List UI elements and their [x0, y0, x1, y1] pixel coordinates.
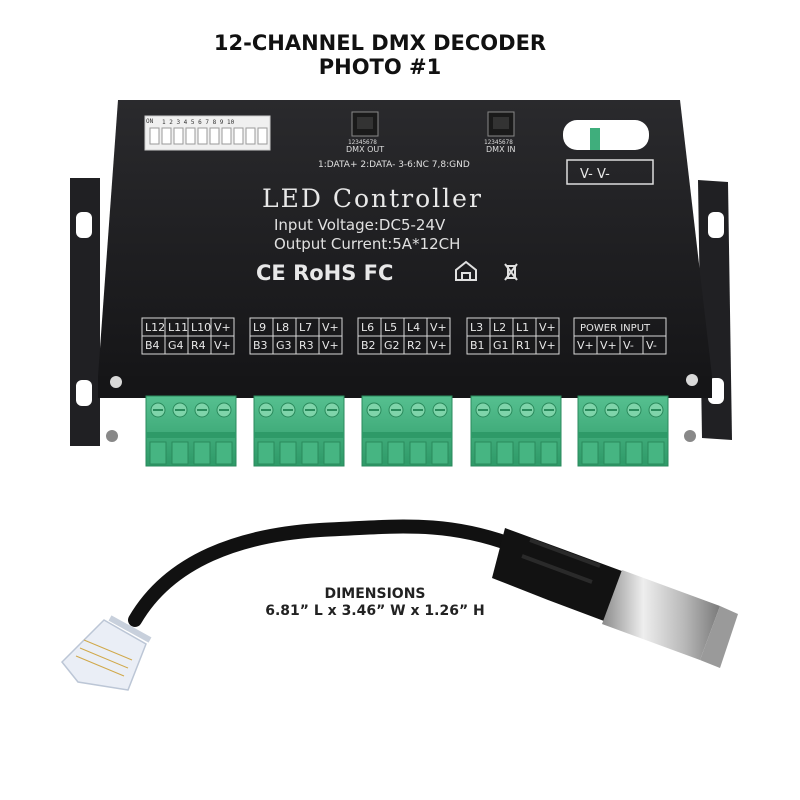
xlr-connector — [602, 570, 720, 660]
terminal-block-4 — [470, 395, 562, 467]
terminal-label: L3 — [470, 321, 483, 334]
terminal-label: B4 — [145, 339, 160, 352]
terminal-block-1 — [145, 395, 237, 467]
dmx-pinout: 1:DATA+ 2:DATA- 3-6:NC 7,8:GND — [318, 160, 470, 170]
terminal-label: G4 — [168, 339, 184, 352]
terminal-label: R1 — [516, 339, 531, 352]
dmx-ports: 12345678 DMX OUT 12345678 DMX IN 1:DATA+… — [318, 111, 515, 170]
terminal-label: L2 — [493, 321, 506, 334]
power-input-label: V- — [646, 339, 657, 352]
terminal-label: G1 — [493, 339, 509, 352]
terminal-label: L11 — [168, 321, 188, 334]
terminal-label: B3 — [253, 339, 268, 352]
terminal-label: L4 — [407, 321, 420, 334]
title-line-2: PHOTO #1 — [318, 55, 442, 79]
dimensions-label: DIMENSIONS — [324, 586, 426, 602]
terminal-label: V+ — [539, 339, 556, 352]
power-input-header: POWER INPUT — [580, 323, 651, 334]
terminal-label: R4 — [191, 339, 206, 352]
dmx-out-label: DMX OUT — [346, 145, 384, 154]
dimensions-value: 6.81” L x 3.46” W x 1.26” H — [265, 603, 485, 619]
power-window: V- V- — [563, 120, 654, 185]
terminal-block-3 — [361, 395, 453, 467]
terminal-label: L6 — [361, 321, 374, 334]
terminal-label: L9 — [253, 321, 266, 334]
title-line-1: 12-CHANNEL DMX DECODER — [213, 31, 547, 55]
device-name: LED Controller — [262, 184, 483, 213]
terminal-label: V+ — [430, 339, 447, 352]
certifications: CE RoHS FC — [256, 261, 393, 285]
terminal-group-5: POWER INPUT V+ V+ V- V- — [573, 317, 667, 355]
house-icon — [455, 260, 477, 281]
terminal-label: L7 — [299, 321, 312, 334]
dip-on-label: ON — [146, 118, 154, 125]
dmx-adapter-cable — [60, 519, 738, 691]
terminal-label: L10 — [191, 321, 211, 334]
power-input-label: V- — [623, 339, 634, 352]
dmx-out-pins: 12345678 — [348, 139, 377, 146]
terminal-label: R2 — [407, 339, 422, 352]
input-voltage: Input Voltage:DC5-24V — [274, 216, 446, 234]
terminal-block-5 — [577, 395, 669, 467]
terminal-label: V+ — [322, 321, 339, 334]
terminal-block-2 — [253, 395, 345, 467]
terminal-label: L12 — [145, 321, 165, 334]
terminal-label: V+ — [214, 339, 231, 352]
controller-case — [98, 100, 712, 442]
terminal-label: G2 — [384, 339, 400, 352]
terminal-label: G3 — [276, 339, 292, 352]
dmx-in-pins: 12345678 — [484, 139, 513, 146]
power-input-label: V+ — [577, 339, 594, 352]
terminal-label: V+ — [214, 321, 231, 334]
power-input-label: V+ — [600, 339, 617, 352]
dip-switch: ON 1 2 3 4 5 6 7 8 9 10 — [144, 115, 271, 151]
terminal-label: B2 — [361, 339, 376, 352]
terminal-label: V+ — [539, 321, 556, 334]
terminal-label: V+ — [322, 339, 339, 352]
rj45-plug — [60, 615, 152, 691]
dmx-in-label: DMX IN — [486, 145, 515, 154]
terminal-label: V+ — [430, 321, 447, 334]
terminal-label: L5 — [384, 321, 397, 334]
weee-icon — [504, 263, 518, 281]
terminal-blocks — [145, 395, 669, 467]
terminal-label: R3 — [299, 339, 314, 352]
dip-numbers: 1 2 3 4 5 6 7 8 9 10 — [162, 119, 235, 126]
terminal-label: L8 — [276, 321, 289, 334]
power-polarity: V- V- — [580, 167, 610, 182]
terminal-label: L1 — [516, 321, 529, 334]
terminal-label: B1 — [470, 339, 485, 352]
output-current: Output Current:5A*12CH — [274, 235, 460, 253]
